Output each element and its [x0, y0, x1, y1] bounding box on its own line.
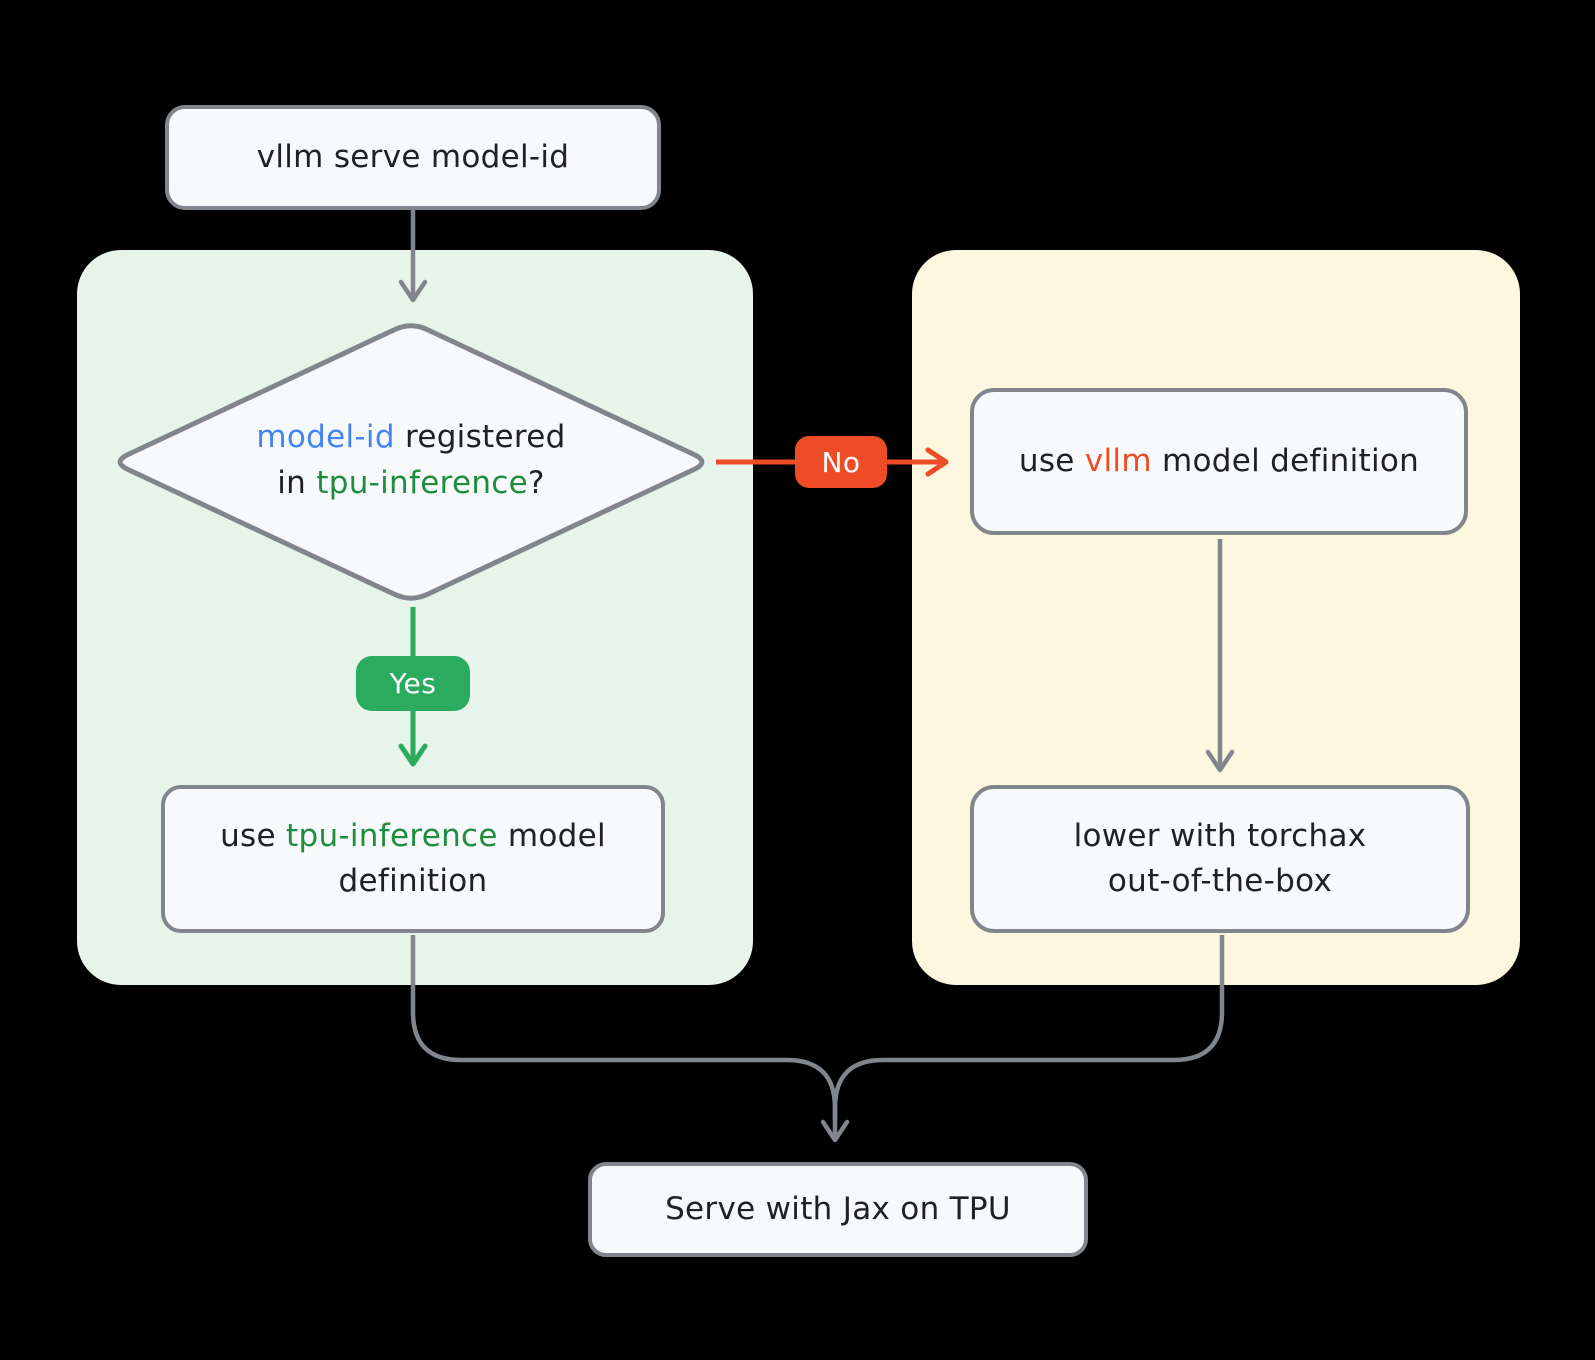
yes-badge: Yes	[356, 656, 470, 711]
serve-label: Serve with Jax on TPU	[665, 1191, 1011, 1227]
vllm-model-node: use vllm model definition	[970, 388, 1468, 535]
vllm-model-label: use vllm model definition	[1018, 443, 1420, 479]
no-badge-label: No	[821, 445, 861, 479]
edge-merge-right	[832, 935, 1225, 1120]
decision-label: model-id registered in tpu-inference?	[161, 414, 661, 506]
start-node: vllm serve model-id	[165, 105, 661, 210]
decision-diamond	[117, 323, 705, 601]
decision-line-1: model-id registered	[256, 419, 566, 455]
torchax-label: lower with torchax out-of-the-box	[1073, 818, 1367, 899]
tpu-model-node: use tpu-inference model definition	[161, 785, 665, 933]
torchax-node: lower with torchax out-of-the-box	[970, 785, 1470, 933]
start-label: vllm serve model-id	[256, 139, 570, 175]
no-badge: No	[795, 436, 887, 488]
yes-badge-label: Yes	[389, 667, 437, 700]
edge-merge-left	[410, 935, 850, 1143]
tpu-model-label: use tpu-inference model definition	[220, 818, 606, 899]
serve-node: Serve with Jax on TPU	[588, 1162, 1088, 1257]
decision-line-2: in tpu-inference?	[277, 465, 545, 501]
